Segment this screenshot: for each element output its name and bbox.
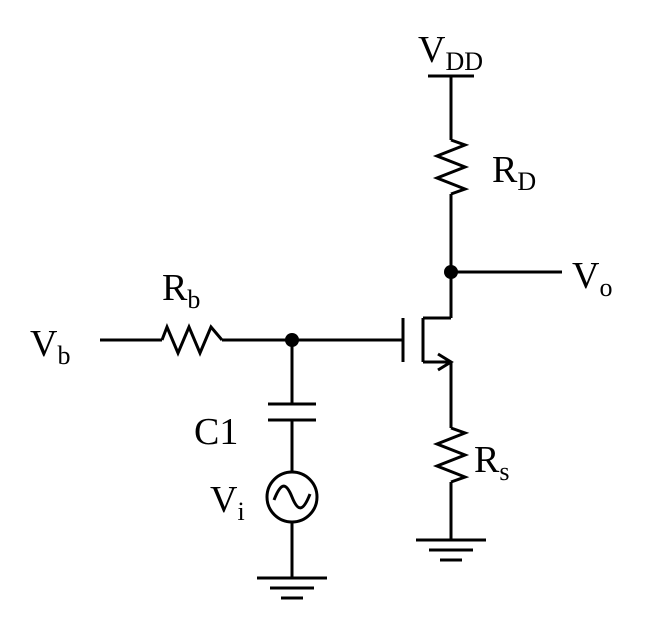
mosfet-icon	[401, 316, 454, 372]
rs-label: Rs	[474, 439, 509, 486]
vo-label: Vo	[572, 255, 612, 302]
vb-label: Vb	[30, 323, 70, 370]
rb-label: Rb	[162, 267, 200, 314]
c1-label: C1	[194, 411, 238, 453]
ground-icon	[416, 538, 486, 562]
rd-label: RD	[492, 149, 536, 196]
ground-icon	[257, 576, 327, 600]
ac-source-icon	[265, 470, 319, 524]
vi-label: Vi	[210, 479, 245, 526]
rb-resistor	[160, 322, 224, 357]
vdd-label: VDD	[418, 29, 483, 76]
rs-resistor	[432, 426, 470, 484]
capacitor-c1	[268, 402, 316, 422]
rd-resistor	[432, 138, 470, 196]
